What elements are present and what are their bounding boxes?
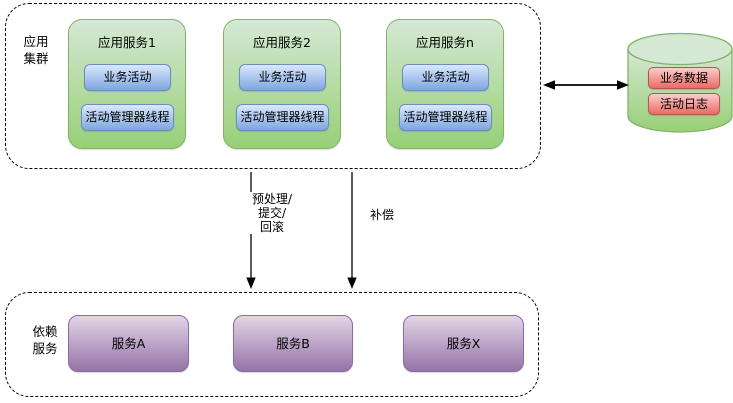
business-activity-box: 业务活动	[84, 64, 171, 91]
cluster-database-arrow	[543, 80, 629, 90]
app-service-n-node: 应用服务n 业务活动 活动管理器线程	[386, 19, 504, 149]
app-service-n-title: 应用服务n	[416, 35, 474, 50]
activity-manager-thread-box: 活动管理器线程	[81, 104, 174, 131]
business-activity-box: 业务活动	[239, 64, 326, 91]
app-service-1-title: 应用服务1	[98, 35, 156, 50]
app-service-2-title: 应用服务2	[253, 35, 311, 50]
app-cluster-container: 应用 集群 应用服务1 业务活动 活动管理器线程 应用服务2 业务活动 活动管理…	[5, 3, 541, 169]
prepare-commit-rollback-label: 预处理/ 提交/ 回滚	[242, 192, 302, 235]
activity-log-box: 活动日志	[648, 93, 720, 115]
app-service-2-node: 应用服务2 业务活动 活动管理器线程	[223, 19, 341, 149]
business-activity-box: 业务活动	[402, 64, 489, 91]
compensate-label: 补偿	[366, 208, 398, 223]
service-x-node: 服务X	[403, 315, 524, 372]
app-cluster-label: 应用 集群	[23, 34, 49, 66]
business-data-box: 业务数据	[648, 67, 720, 89]
dependency-services-label: 依赖 服务	[32, 324, 58, 356]
compensate-arrow	[347, 172, 357, 289]
service-a-node: 服务A	[68, 315, 189, 372]
dependency-services-container: 依赖 服务 服务A 服务B 服务X	[5, 292, 539, 397]
activity-manager-thread-box: 活动管理器线程	[236, 104, 329, 131]
app-service-1-node: 应用服务1 业务活动 活动管理器线程	[68, 19, 186, 149]
activity-manager-thread-box: 活动管理器线程	[399, 104, 492, 131]
service-b-node: 服务B	[233, 315, 353, 372]
database-cylinder: 业务数据 活动日志	[627, 32, 733, 134]
